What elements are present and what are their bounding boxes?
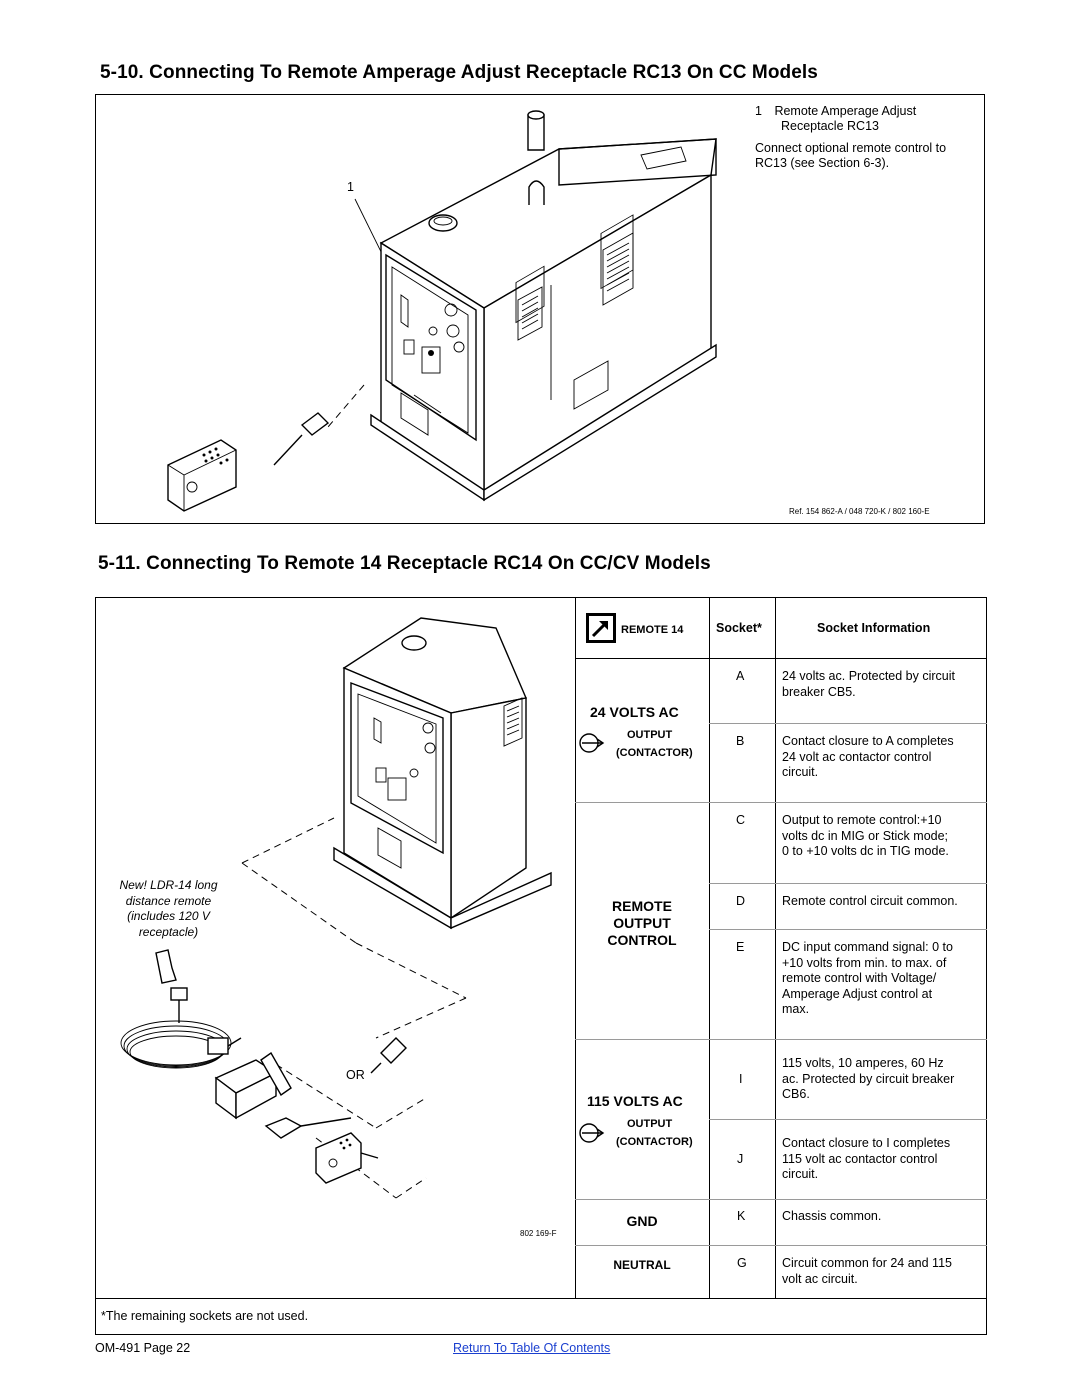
info-d-line-1: Remote control circuit common. [782,894,958,908]
ldr14-note-line-1: New! LDR-14 long [119,878,218,892]
header-socket: Socket* [716,621,762,635]
connect-note-1: Connect optional remote control to [755,141,947,155]
info-g-line-1: Circuit common for 24 and 115 [782,1256,952,1270]
info-k: Chassis common. [782,1209,881,1225]
info-a: 24 volts ac. Protected by circuit breake… [782,669,955,700]
group-control-word: CONTROL [607,932,677,948]
contactor-115v-icon [579,1121,605,1143]
welder-generator-illustration [167,110,717,512]
info-e-line-1: DC input command signal: 0 to [782,940,953,954]
callout-text-1: 1 Remote Amperage Adjust [755,104,917,118]
row-rule-cd [709,883,987,884]
remote14-label: REMOTE 14 [621,624,684,636]
info-j-line-1: Contact closure to I completes [782,1136,951,1150]
socket-a: A [736,669,745,683]
info-g: Circuit common for 24 and 115 volt ac ci… [782,1256,952,1287]
header-socket-info: Socket Information [817,621,931,635]
info-b-line-3: circuit. [782,765,819,779]
section-5-10-title: 5-10. Connecting To Remote Amperage Adju… [100,62,818,83]
contactor-24v-icon [579,731,605,753]
info-b-line-1: Contact closure to A completes [782,734,954,748]
socket-k: K [737,1209,746,1223]
table-col-divider-1 [709,598,710,1298]
table-col-divider-2 [775,598,776,1298]
group-remote-output-control: REMOTE OUTPUT CONTROL [575,898,709,949]
info-k-line-1: Chassis common. [782,1209,882,1223]
figure-box-rc14: New! LDR-14 long distance remote (includ… [95,597,987,1335]
info-a-line-1: 24 volts ac. Protected by circuit [782,669,955,683]
table-left-border [575,598,576,1298]
row-rule-ab [709,723,987,724]
ldr14-note-line-4: receptacle) [138,924,199,939]
figure-ref-802169: 802 169-F [520,1229,557,1238]
info-e: DC input command signal: 0 to +10 volts … [782,940,953,1018]
remote14-connection-illustration [120,617,552,1199]
info-b: Contact closure to A completes 24 volt a… [782,734,954,781]
group-neutral: NEUTRAL [613,1258,671,1272]
ldr14-note-line-3: (includes 120 V [127,909,210,923]
socket-b: B [736,734,745,748]
section-5-11-title: 5-11. Connecting To Remote 14 Receptacle… [98,553,711,574]
group-remote-word: REMOTE [612,898,672,914]
info-i: 115 volts, 10 amperes, 60 Hz ac. Protect… [782,1056,954,1103]
row-rule-de [709,929,987,930]
info-a-line-2: breaker CB5. [782,684,856,699]
page-number: OM-491 Page 22 [95,1341,191,1355]
group-rule-4 [575,1245,987,1246]
info-c-line-2: volts dc in MIG or Stick mode; [782,828,949,843]
connect-note-2: RC13 (see Section 6-3). [755,156,890,170]
socket-j: J [737,1152,744,1166]
info-g-line-2: volt ac circuit. [782,1271,858,1286]
info-c-line-1: Output to remote control:+10 [782,813,942,827]
group-rule-2 [575,1039,987,1040]
callout-text-2: Receptacle RC13 [781,119,879,133]
footnote: *The remaining sockets are not used. [101,1309,309,1323]
info-j-line-3: circuit. [782,1167,819,1181]
socket-g: G [737,1256,747,1270]
group-rule-1 [575,802,987,803]
contactor-word-24v: CONTACTOR [619,747,689,759]
info-e-line-4: Amperage Adjust control at [782,986,933,1001]
ldr14-note-line-2: distance remote [125,893,212,908]
callout-number: 1 [347,180,354,194]
output-label-24v: OUTPUT [627,729,673,741]
footnote-rule [96,1298,987,1299]
group-gnd: GND [626,1213,658,1229]
output-label-115v: OUTPUT [627,1118,673,1130]
group-rule-3 [575,1199,987,1200]
info-e-line-5: max. [782,1002,810,1016]
ldr14-note: New! LDR-14 long distance remote (includ… [96,878,241,940]
info-j: Contact closure to I completes 115 volt … [782,1136,950,1183]
socket-d: D [736,894,746,908]
contactor-label-24v: (CONTACTOR) [616,747,693,759]
group-115-volts-ac: 115 VOLTS AC [587,1093,683,1109]
figure-box-rc13: 1 Remote Amperage Adjust Receptacle RC13… [95,94,985,524]
contactor-label-115v: (CONTACTOR) [616,1136,693,1148]
row-rule-ij [709,1119,987,1120]
group-24-volts-ac: 24 VOLTS AC [590,704,679,720]
socket-i: I [739,1072,743,1086]
group-output-word: OUTPUT [613,915,671,931]
socket-c: C [736,813,746,827]
arrow-out-icon [586,613,616,643]
or-label: OR [346,1068,365,1082]
info-d: Remote control circuit common. [782,894,958,910]
socket-e: E [736,940,745,954]
info-i-line-2: ac. Protected by circuit breaker [782,1071,955,1086]
info-e-line-3: remote control with Voltage/ [782,971,937,985]
figure-ref: Ref. 154 862-A / 048 720-K / 802 160-E [789,507,930,516]
info-e-line-2: +10 volts from min. to max. of [782,955,947,970]
return-to-toc-link[interactable]: Return To Table Of Contents [453,1341,611,1355]
info-j-line-2: 115 volt ac contactor control [782,1151,938,1166]
info-c-line-3: 0 to +10 volts dc in TIG mode. [782,844,949,858]
info-i-line-1: 115 volts, 10 amperes, 60 Hz [782,1056,944,1070]
info-i-line-3: CB6. [782,1087,810,1101]
header-rule [575,658,987,659]
info-c: Output to remote control:+10 volts dc in… [782,813,949,860]
info-b-line-2: 24 volt ac contactor control [782,749,932,764]
contactor-word-115v: CONTACTOR [619,1136,689,1148]
